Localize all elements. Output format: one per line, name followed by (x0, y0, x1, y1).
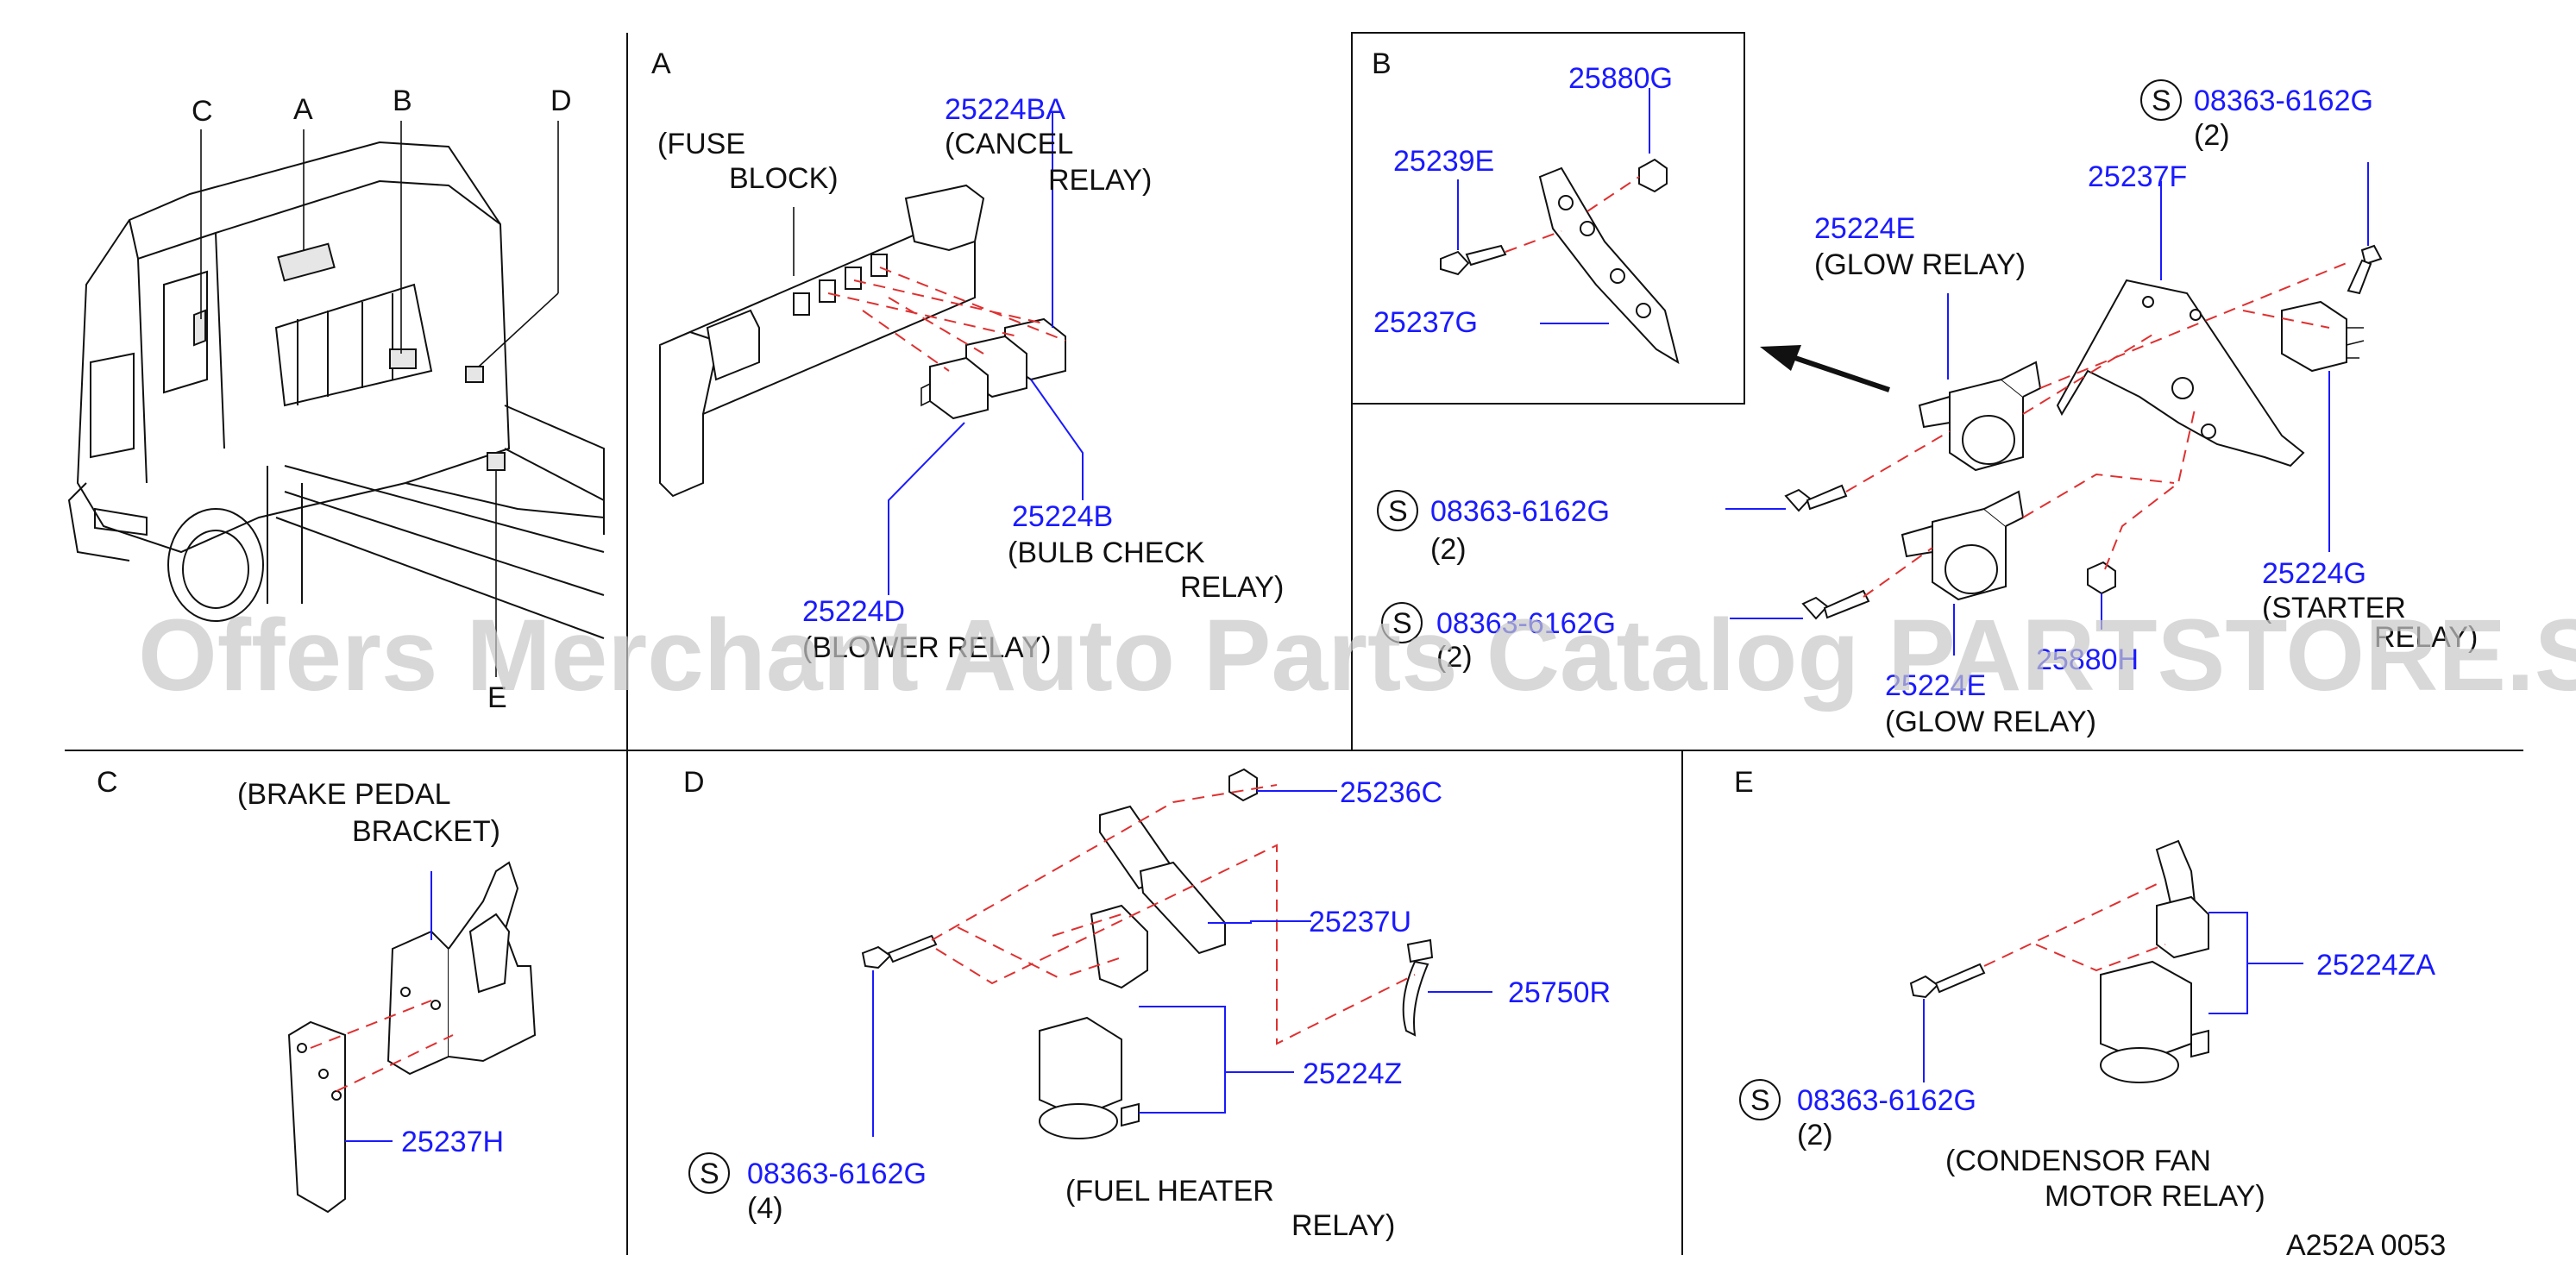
panel-borders (65, 32, 2523, 1255)
fuse-block-illustration (659, 184, 1066, 498)
label-cancel-relay-1: (CANCEL (945, 128, 1073, 160)
pn-08363-6162g-top[interactable]: 08363-6162G (2194, 85, 2373, 117)
s-marker-d: S (688, 1152, 730, 1194)
section-label-b: B (1372, 47, 1392, 80)
qty-s-mid: (2) (1430, 533, 1467, 566)
s-marker-mid: S (1377, 490, 1418, 531)
svg-text:S: S (1392, 607, 1412, 640)
pn-08363-6162g-d[interactable]: 08363-6162G (747, 1158, 927, 1190)
label-starter-relay-1: (STARTER (2262, 592, 2406, 624)
svg-text:S: S (2152, 85, 2171, 117)
label-cancel-relay-2: RELAY) (1048, 164, 1152, 197)
overview-label-a: A (293, 93, 313, 126)
section-label-c: C (97, 766, 118, 799)
bracket-25237f-illustration (2056, 279, 2305, 467)
diagram-code: A252A 0053 (2286, 1229, 2446, 1262)
pn-25237u[interactable]: 25237U (1309, 906, 1411, 938)
label-fuel-heater-1: (FUEL HEATER (1065, 1175, 1274, 1208)
label-bulb-check-2: RELAY) (1180, 571, 1284, 604)
condensor-fan-relay-illustration (1909, 839, 2209, 1083)
label-condensor-2: MOTOR RELAY) (2045, 1180, 2265, 1213)
label-fuel-heater-2: RELAY) (1291, 1209, 1395, 1242)
pn-25239e[interactable]: 25239E (1393, 145, 1494, 178)
qty-s-low: (2) (1436, 641, 1473, 674)
section-label-a: A (651, 47, 671, 80)
section-label-d: D (683, 766, 705, 799)
label-fuse-block-1: (FUSE (657, 128, 745, 160)
qty-screw-d: (4) (747, 1192, 783, 1225)
svg-text:S: S (700, 1158, 719, 1190)
truck-overview-illustration (67, 121, 605, 677)
pn-25224e-bottom[interactable]: 25224E (1885, 669, 1986, 702)
nut-25880h (2087, 561, 2116, 595)
label-blower-relay: (BLOWER RELAY) (802, 631, 1051, 664)
label-bulb-check-1: (BULB CHECK (1008, 536, 1205, 569)
pn-25236c[interactable]: 25236C (1340, 776, 1442, 809)
overview-label-c: C (192, 95, 213, 128)
pn-25224za[interactable]: 25224ZA (2316, 949, 2435, 982)
s-marker-e: S (1739, 1079, 1781, 1120)
starter-relay-illustration (2281, 300, 2365, 373)
label-fuse-block-2: BLOCK) (729, 162, 839, 195)
glow-relay-top-illustration (1918, 361, 2042, 472)
overview-label-d: D (550, 85, 572, 117)
overview-label-b: B (393, 85, 412, 117)
pn-25880h[interactable]: 25880H (2036, 643, 2139, 676)
brake-pedal-bracket-illustration (287, 861, 537, 1214)
fuel-heater-relay-illustration (861, 768, 1434, 1139)
inset-bracket-illustration (1440, 158, 1680, 365)
bolt-s-low (1801, 589, 1870, 620)
overview-label-e: E (487, 681, 507, 714)
pn-25237h[interactable]: 25237H (401, 1126, 504, 1158)
bolt-s-top (2347, 244, 2383, 295)
label-brake-pedal-2: BRACKET) (352, 815, 500, 848)
pn-25750r[interactable]: 25750R (1508, 976, 1611, 1009)
bolt-s-mid (1784, 484, 1848, 512)
pn-25224z[interactable]: 25224Z (1303, 1057, 1402, 1090)
label-glow-relay-bottom: (GLOW RELAY) (1885, 706, 2096, 738)
pn-08363-6162g-mid[interactable]: 08363-6162G (1430, 495, 1610, 528)
label-starter-relay-2: RELAY) (2374, 621, 2478, 654)
svg-text:S: S (1388, 495, 1408, 528)
section-label-e: E (1734, 766, 1754, 799)
pn-25224e-top[interactable]: 25224E (1814, 212, 1915, 245)
pn-25880g[interactable]: 25880G (1568, 62, 1673, 95)
pn-25224b[interactable]: 25224B (1012, 500, 1113, 533)
label-brake-pedal-1: (BRAKE PEDAL (237, 778, 451, 811)
svg-text:S: S (1750, 1084, 1770, 1117)
glow-relay-bottom-illustration (1901, 490, 2025, 601)
label-condensor-1: (CONDENSOR FAN (1945, 1145, 2211, 1177)
pn-25224d[interactable]: 25224D (802, 595, 905, 628)
pn-25237g[interactable]: 25237G (1373, 306, 1478, 339)
pn-08363-6162g-low[interactable]: 08363-6162G (1436, 607, 1616, 640)
pn-25224g[interactable]: 25224G (2262, 557, 2366, 590)
s-marker-low: S (1381, 602, 1423, 643)
qty-s-top: (2) (2194, 119, 2230, 152)
pn-08363-6162g-e[interactable]: 08363-6162G (1797, 1084, 1976, 1117)
label-glow-relay-top: (GLOW RELAY) (1814, 248, 2026, 281)
s-marker-top: S (2140, 79, 2182, 121)
qty-screw-e: (2) (1797, 1119, 1833, 1151)
pn-25224ba[interactable]: 25224BA (945, 93, 1065, 126)
arrow-to-inset (1760, 345, 1890, 392)
pn-25237f[interactable]: 25237F (2088, 160, 2187, 193)
watermark-text: Offers Merchant Auto Parts Catalog PARTS… (138, 599, 2576, 712)
